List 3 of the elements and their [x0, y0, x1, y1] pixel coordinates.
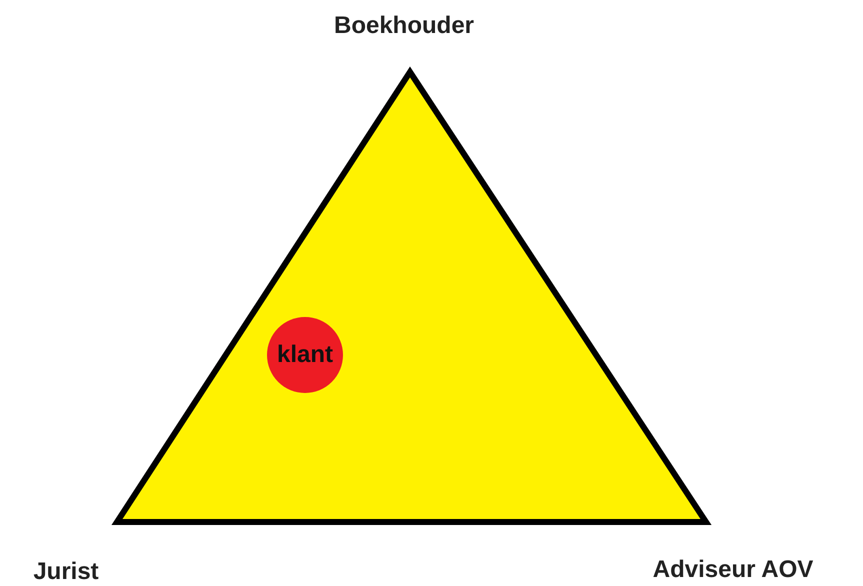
vertex-label: Boekhouder — [334, 12, 474, 40]
vertex-label: Jurist — [33, 558, 99, 586]
vertex-label: Adviseur AOV — [652, 556, 814, 584]
